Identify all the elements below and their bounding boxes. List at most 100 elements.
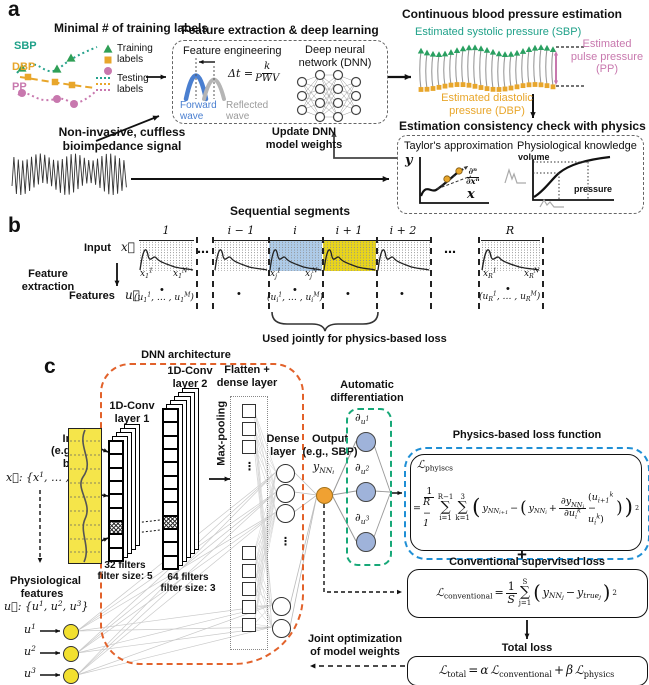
dense-neuron [276,484,295,503]
bioimpedance-caption: Non-invasive, cuffless bioimpedance sign… [58,125,186,153]
forward-wave-label: Forward wave [180,100,217,123]
joint-optimization-label: Joint optimization of model weights [307,633,403,658]
ellipsis-2: ⋯ [444,245,456,259]
conventional-loss-title: Conventional supervised loss [449,556,605,568]
dense-label: Dense [266,433,300,445]
beat-waveform [269,249,322,271]
panel-c-label: c [44,355,56,378]
derivative-node [356,532,376,552]
conventional-loss-box [407,569,648,618]
partial-u2-symbol: ∂u2 [355,461,370,476]
feature-extraction-box [172,40,388,124]
segment-R [481,240,540,271]
segment-separator [196,237,199,311]
segment-label-R: R [505,224,515,237]
plus-sign: + [517,545,527,564]
feature-dot: • [160,284,164,296]
training-labels-heading: Minimal # of training labels [54,21,209,35]
consistency-box [397,135,644,214]
joint-loss-caption: Used jointly for physics-based loss [262,333,447,345]
x-R-N: xRN [524,267,540,281]
output-neuron [316,487,333,504]
feature-extraction-label: Feature extraction [21,268,75,293]
feature-tuple-R: (uR1, … , uRM) [479,290,541,304]
flatten-unit [242,422,256,436]
segment-separator [322,237,325,311]
feature-tuple-1: (u11, … , u1M) [134,291,194,305]
segment-separator [268,237,271,311]
reflected-wave-label: Reflected wave [226,100,269,123]
segment-i+1 [323,240,376,271]
flatten-unit [242,600,256,614]
physics-loss-box [410,454,642,551]
derivative-node [356,432,376,452]
total-loss-box [407,656,648,685]
dense-ellipsis: ⋮ [280,536,291,548]
dnn-label: Deep neural network (DNN) [298,44,372,69]
segment-1 [139,240,194,271]
u-definition: u⃗: {u1, u2, u3} [4,598,89,613]
consistency-title: Estimation consistency check with physic… [399,119,646,133]
bioz-input-strip [68,428,102,564]
conv1-filter-column [108,440,124,562]
nth-derivative: ∂ⁿ∂xⁿ [466,167,480,188]
x-R-1: xR1 [483,267,497,281]
autodiff-box [346,408,392,566]
output-label: Output [311,433,349,445]
dense-label2: layer [270,446,296,458]
conv2-filter-column [162,408,179,570]
feature-dot: • [506,283,510,295]
flatten-unit [242,440,256,454]
flatten-box [230,396,268,650]
ynn-symbol: yNNi [313,460,335,476]
beat-waveform [481,249,540,271]
physio-label: Physiological knowledge [517,140,637,152]
segment-separator [212,237,215,311]
partial-u3-symbol: ∂u3 [355,511,370,526]
segment-i [269,240,322,271]
beat-waveform [323,249,376,271]
u3-label: u3 [24,665,36,680]
feature-dot: • [237,288,241,300]
x-axis-label: x [467,187,475,202]
conv2-info: 64 filters [167,572,209,583]
physio-features-label2: features [20,588,64,600]
sbp-curve-label: SBP [14,40,37,52]
dense-neuron [272,619,291,638]
autodiff-label2: differentiation [330,392,404,404]
segment-i+2 [377,240,430,271]
segment-i-1 [214,240,268,271]
flatten-unit [242,546,256,560]
dense-neuron [276,504,295,523]
panel-a-label: a [8,0,20,21]
x-j-1: xj1 [270,267,281,281]
derivative-node [356,482,376,502]
beat-waveform [377,249,430,271]
feature-dot: • [400,288,404,300]
conv1-label: 1D-Conv [109,400,155,412]
conv1-info2: filter size: 5 [97,571,153,582]
physics-loss-title: Physics-based loss function [452,429,602,441]
segment-label-1: 1 [162,224,170,237]
x-1-N: x1N [173,267,188,281]
flatten-label2: dense layer [216,377,278,389]
flatten-unit [242,618,256,632]
flatten-ellipsis: ⋮ [244,461,255,473]
update-weights-label: Update DNN model weights [265,126,343,151]
u1-node [63,624,79,640]
pressure-axis-label: pressure [574,184,613,194]
legend-testing: Testing labels [117,73,149,96]
u2-node [63,646,79,662]
panel-b-label: b [8,214,21,237]
y-axis-label: y [405,153,413,168]
dnn-architecture-title: DNN architecture [141,349,231,361]
total-loss-title: Total loss [501,642,553,654]
segment-separator [542,237,545,311]
physio-features-label: Physiological [10,575,81,587]
conv2-info2: filter size: 3 [160,583,216,594]
conv2-label: 1D-Conv [167,365,213,377]
dense-neuron [272,597,291,616]
